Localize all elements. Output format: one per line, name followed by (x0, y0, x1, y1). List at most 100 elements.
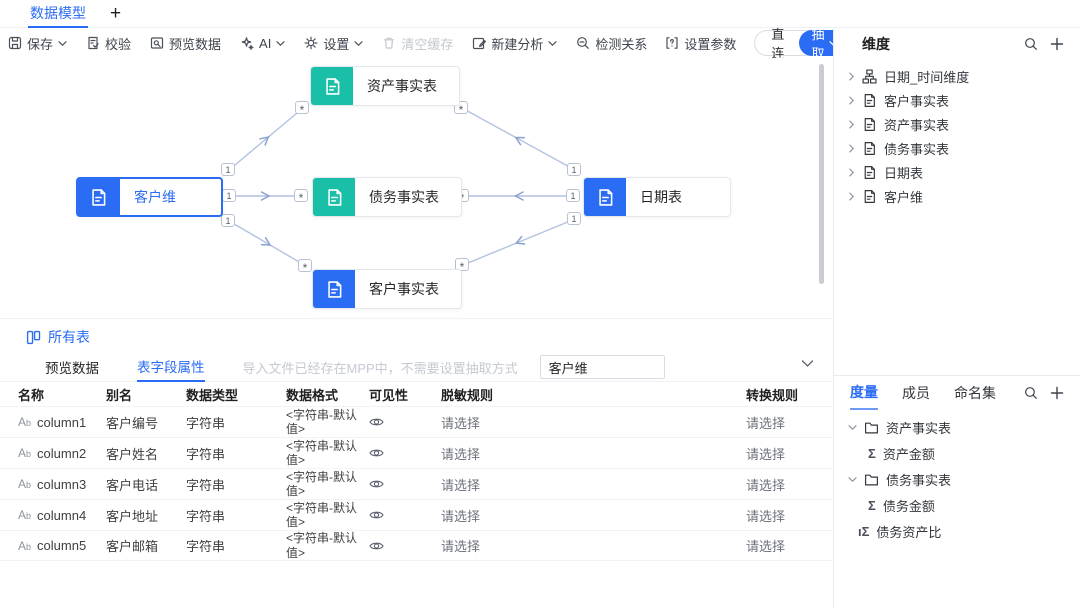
dimension-item-label: 日期表 (884, 165, 924, 181)
toolbar-ai-label: AI (259, 35, 272, 51)
mask-rule-select[interactable]: 请选择 (441, 446, 481, 462)
field-visibility-cell (369, 478, 441, 490)
chevron-right-icon[interactable] (848, 191, 855, 201)
toolbar-right-buttons: 检测关系 设置参数 (576, 34, 736, 53)
transform-rule-select[interactable]: 请选择 (746, 415, 786, 431)
chevron-right-icon[interactable] (848, 95, 855, 105)
diagram-node-asset-fact[interactable]: 资产事实表 (310, 66, 460, 106)
validate-icon (86, 36, 100, 50)
add-measure-icon[interactable] (1050, 386, 1064, 400)
all-tables-link[interactable]: 所有表 (0, 319, 90, 353)
diagram-node-customer-fact[interactable]: 客户事实表 (312, 269, 462, 309)
transform-rule-select[interactable]: 请选择 (746, 477, 786, 493)
mask-rule-select[interactable]: 请选择 (441, 415, 481, 431)
chevron-down-icon[interactable] (848, 476, 857, 483)
toolbar-detect-relations-button[interactable]: 检测关系 (576, 34, 647, 53)
dimension-tree-item[interactable]: 债务事实表 (834, 136, 1080, 160)
table-node-icon (77, 178, 120, 216)
measure-tree-item[interactable]: 债务事实表 (834, 466, 1080, 492)
string-type-icon: Ab (18, 538, 32, 553)
mask-rule-select[interactable]: 请选择 (441, 508, 481, 524)
chevron-down-icon[interactable] (848, 424, 857, 431)
add-tab-button[interactable]: + (110, 3, 122, 24)
dimension-tree-item[interactable]: 资产事实表 (834, 112, 1080, 136)
set-params-icon (665, 36, 679, 50)
cardinality-badge: * (455, 258, 469, 273)
toolbar-preview-data-button[interactable]: 预览数据 (150, 34, 221, 53)
table-icon (862, 93, 877, 108)
tab-preview-data[interactable]: 预览数据 (45, 361, 99, 376)
toolbar-set-params-button[interactable]: 设置参数 (665, 34, 736, 53)
chevron-right-icon[interactable] (848, 119, 855, 129)
dimension-tree-item[interactable]: 客户事实表 (834, 88, 1080, 112)
chevron-down-icon (354, 40, 363, 47)
dimension-tree-item[interactable]: 日期表 (834, 160, 1080, 184)
search-icon[interactable] (1024, 386, 1038, 400)
chevron-right-icon[interactable] (848, 167, 855, 177)
diagram-node-debt-fact[interactable]: 债务事实表 (312, 177, 462, 217)
collapse-bottom-panel-icon[interactable] (801, 359, 814, 368)
diagram-node-customer-dim[interactable]: 客户维 (76, 177, 223, 217)
field-format-cell[interactable]: <字符串-默认值> (286, 531, 358, 560)
field-format-cell[interactable]: <字符串-默认值> (286, 500, 358, 529)
transform-rule-select[interactable]: 请选择 (746, 508, 786, 524)
eye-icon[interactable] (369, 509, 384, 521)
tab-members[interactable]: 成员 (902, 385, 930, 401)
mode-direct-option[interactable]: 直连 (771, 27, 785, 61)
measure-tabs: 度量 成员 命名集 (834, 376, 1080, 410)
transform-rule-select[interactable]: 请选择 (746, 539, 786, 554)
eye-icon[interactable] (369, 416, 384, 428)
mask-rule-select[interactable]: 请选择 (441, 539, 481, 554)
chevron-right-icon[interactable] (848, 143, 855, 153)
chevron-down-icon (58, 40, 67, 47)
field-format-cell[interactable]: <字符串-默认值> (286, 438, 358, 467)
toolbar-new-analysis-label: 新建分析 (491, 36, 544, 52)
toolbar-clear-cache-label: 清空缓存 (401, 36, 454, 52)
field-format-cell[interactable]: <字符串-默认值> (286, 407, 358, 436)
chevron-right-icon[interactable] (848, 71, 855, 81)
diagram-node-date-table[interactable]: 日期表 (583, 177, 731, 217)
measure-item-label: 资产金额 (882, 446, 935, 462)
field-format-cell[interactable]: <字符串-默认值> (286, 469, 358, 498)
table-name-input[interactable] (539, 355, 665, 379)
field-alias-cell: 客户电话 (106, 477, 159, 493)
measure-item-label: 资产事实表 (886, 420, 952, 436)
field-type-cell: 字符串 (186, 539, 226, 554)
toolbar-set-params-label: 设置参数 (684, 36, 737, 52)
toolbar-validate-button[interactable]: 校验 (86, 34, 131, 53)
add-dimension-icon[interactable] (1050, 37, 1064, 51)
toolbar-ai-button[interactable]: AI (240, 36, 285, 51)
toolbar-save-label: 保存 (27, 36, 54, 52)
dimension-item-label: 客户维 (884, 189, 924, 205)
eye-icon[interactable] (369, 447, 384, 459)
table-icon (862, 117, 877, 132)
toolbar-new-analysis-button[interactable]: 新建分析 (472, 34, 557, 53)
tab-field-properties[interactable]: 表字段属性 (137, 353, 205, 382)
dimension-item-label: 资产事实表 (884, 117, 950, 133)
tab-data-model[interactable]: 数据模型 (28, 0, 88, 28)
tab-named-sets[interactable]: 命名集 (954, 385, 996, 401)
toolbar-settings-button[interactable]: 设置 (304, 34, 363, 53)
mask-rule-select[interactable]: 请选择 (441, 477, 481, 493)
search-icon[interactable] (1024, 37, 1038, 51)
toolbar-save-button[interactable]: 保存 (8, 34, 67, 53)
field-alias-cell: 客户编号 (106, 415, 159, 431)
dimension-tree-item[interactable]: 客户维 (834, 184, 1080, 208)
measure-tree-item[interactable]: 资产事实表 (834, 414, 1080, 440)
transform-rule-select[interactable]: 请选择 (746, 446, 786, 462)
canvas-vertical-scrollbar[interactable] (819, 64, 824, 284)
eye-icon[interactable] (369, 478, 384, 490)
eye-icon[interactable] (369, 540, 384, 552)
dimension-tree-item[interactable]: 日期_时间维度 (834, 64, 1080, 88)
tab-measures[interactable]: 度量 (850, 376, 878, 410)
